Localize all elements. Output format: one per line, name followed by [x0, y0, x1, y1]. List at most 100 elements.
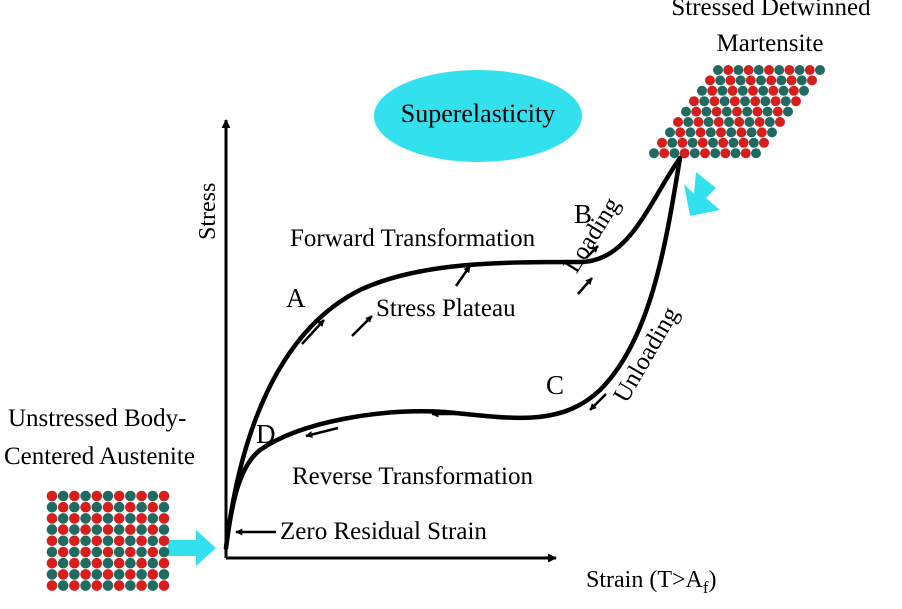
- martensite-atom: [710, 148, 721, 159]
- martensite-atom: [772, 106, 783, 117]
- austenite-atom: [147, 501, 159, 513]
- x-axis-label-end: ): [708, 567, 717, 593]
- y-axis-label: Stress: [195, 182, 221, 240]
- martensite-atom: [742, 106, 753, 117]
- martensite-atom: [713, 65, 723, 75]
- martensite-atom: [756, 75, 766, 86]
- martensite-atom: [733, 65, 744, 75]
- martensite-atom: [738, 137, 749, 148]
- austenite-atom: [91, 546, 103, 558]
- austenite-atom: [69, 546, 80, 558]
- martensite-atom: [675, 127, 686, 138]
- martensite-atom: [762, 106, 773, 117]
- arrow-loading-mid: [351, 315, 373, 337]
- austenite-atom: [102, 535, 114, 547]
- austenite-atom: [125, 513, 136, 524]
- austenite-atom: [102, 513, 114, 524]
- martensite-atom: [748, 85, 758, 96]
- austenite-atom: [57, 580, 69, 591]
- martensite-atom: [681, 106, 691, 117]
- arrow-plateau: [454, 265, 472, 287]
- martensite-atom: [756, 127, 767, 138]
- austenite-atom: [57, 557, 69, 569]
- austenite-atom: [147, 490, 159, 502]
- austenite-atom: [113, 513, 125, 524]
- martensite-atom: [784, 65, 795, 75]
- austenite-atom: [158, 501, 170, 513]
- martensite-atom: [770, 96, 781, 107]
- martensite-atom: [726, 127, 737, 138]
- austenite-atom: [158, 524, 170, 535]
- martensite-atom: [716, 127, 726, 138]
- martensite-atom: [687, 137, 698, 148]
- austenite-atom: [80, 569, 91, 580]
- martensite-atom: [748, 137, 759, 148]
- austenite-atom: [147, 546, 159, 558]
- austenite-atom: [46, 580, 58, 591]
- martensite-atom: [736, 127, 747, 138]
- austenite-atom: [125, 501, 136, 513]
- austenite-title-line1: Unstressed Body-: [8, 405, 187, 432]
- martensite-atom: [711, 106, 722, 117]
- austenite-atom: [80, 557, 91, 569]
- austenite-atom: [136, 580, 147, 591]
- austenite-atom: [136, 501, 147, 513]
- martensite-atom: [689, 148, 700, 159]
- austenite-atom: [102, 546, 114, 558]
- martensite-atom: [767, 127, 777, 138]
- austenite-atom: [113, 557, 125, 569]
- austenite-atom: [80, 546, 91, 558]
- austenite-atom: [46, 524, 58, 535]
- austenite-title-line2: Centered Austenite: [4, 443, 195, 470]
- arrow-loading-a: [301, 319, 325, 345]
- austenite-atom: [158, 490, 170, 502]
- austenite-atom: [46, 513, 58, 524]
- austenite-atom: [91, 501, 103, 513]
- martensite-atom: [791, 96, 801, 107]
- austenite-lattice: [46, 490, 170, 591]
- martensite-atom: [754, 117, 765, 127]
- austenite-atom: [102, 524, 114, 535]
- austenite-atom: [91, 580, 103, 591]
- austenite-atom: [69, 569, 80, 580]
- martensite-atom: [768, 85, 779, 96]
- martensite-atom: [737, 85, 748, 96]
- austenite-atom: [46, 546, 58, 558]
- austenite-atom: [136, 569, 147, 580]
- austenite-atom: [57, 569, 69, 580]
- martensite-atom: [804, 65, 815, 75]
- martensite-atom: [665, 127, 675, 138]
- austenite-atom: [158, 535, 170, 547]
- austenite-atom: [136, 490, 147, 502]
- martensite-atom: [786, 75, 797, 86]
- martensite-atom: [705, 75, 715, 86]
- martensite-atom: [760, 96, 771, 107]
- martensite-atom: [713, 117, 724, 127]
- martensite-atom: [701, 106, 712, 117]
- point-a-label: A: [286, 283, 306, 313]
- arrow-loading-steep: [577, 277, 593, 295]
- x-axis-label: Strain (T>Af): [586, 568, 717, 596]
- martensite-atom: [691, 106, 702, 117]
- martensite-atom: [774, 65, 785, 75]
- forward-transformation-label: Forward Transformation: [290, 225, 536, 252]
- point-b-label: B: [574, 199, 593, 229]
- austenite-arrow-icon: [168, 530, 216, 566]
- austenite-atom: [69, 490, 80, 502]
- martensite-atom: [783, 106, 793, 117]
- martensite-atom: [758, 85, 769, 96]
- martensite-atom: [807, 75, 817, 86]
- martensite-atom: [683, 117, 694, 127]
- austenite-atom: [91, 490, 103, 502]
- austenite-atom: [113, 524, 125, 535]
- austenite-atom: [46, 490, 58, 502]
- austenite-atom: [69, 524, 80, 535]
- austenite-atom: [69, 501, 80, 513]
- austenite-atom: [57, 524, 69, 535]
- martensite-atom: [679, 148, 690, 159]
- martensite-atom: [717, 85, 728, 96]
- martensite-atom: [721, 106, 732, 117]
- martensite-atom: [799, 85, 809, 96]
- martensite-atom: [705, 127, 716, 138]
- austenite-atom: [46, 501, 58, 513]
